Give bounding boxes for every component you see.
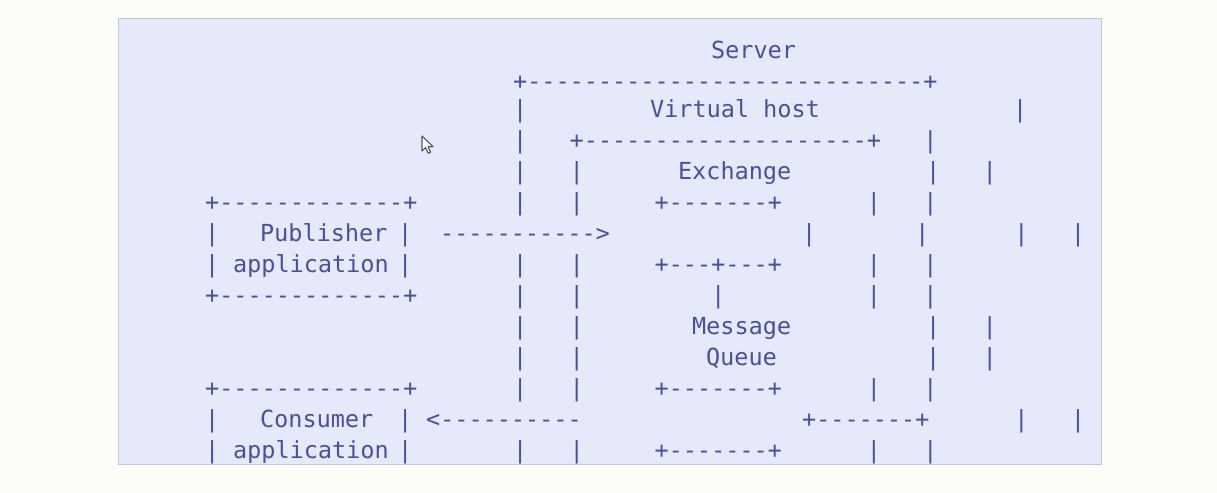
consumer-label-line2: application	[233, 436, 389, 464]
ascii-row-exchange-title-right: | |	[926, 157, 997, 185]
ascii-diagram-panel: Server +----------------------------+ | …	[118, 18, 1102, 465]
ascii-row-vhost-top-border: | +--------------------+ |	[513, 126, 938, 154]
queue-label-line1: Message	[692, 312, 792, 340]
ascii-row-publisher-app: |	[205, 250, 220, 278]
ascii-row-exchange-box-top: | | +-------+ | |	[513, 188, 938, 216]
ascii-row-publisher-app-right: |	[398, 250, 413, 278]
ascii-row-consumer-top: +-------------+	[205, 374, 418, 402]
ascii-row-exchange-box-mid: | | | |	[802, 219, 1085, 247]
ascii-row-server-title: Server	[711, 36, 796, 64]
consumer-label-line1: Consumer	[260, 405, 374, 433]
ascii-row-queue-title-2: | |	[513, 343, 584, 371]
ascii-row-queue-box-2: +-------+ | |	[802, 405, 1085, 433]
ascii-row-consumer-label-right: |	[398, 405, 413, 433]
exchange-title-label: Exchange	[678, 157, 792, 185]
ascii-art-canvas: Server +----------------------------+ | …	[119, 25, 1085, 464]
ascii-row-consumer-app: |	[205, 436, 220, 464]
ascii-row-exchange-title: | |	[513, 157, 584, 185]
ascii-row-vhost-title: |	[513, 95, 528, 123]
ascii-row-consumer-app-right: |	[398, 436, 413, 464]
mouse-pointer-icon	[421, 135, 434, 154]
ascii-row-exchange-branch: | | | | |	[513, 281, 938, 309]
ascii-row-publisher-label: |	[205, 219, 220, 247]
ascii-row-server-right-1: |	[1013, 95, 1028, 123]
ascii-row-exchange-box-bottom: | | +---+---+ | |	[513, 250, 938, 278]
ascii-row-publisher-bottom: +-------------+	[205, 281, 418, 309]
ascii-row-queue-title-1: | |	[513, 312, 584, 340]
vhost-title-label: Virtual host	[650, 95, 820, 123]
ascii-row-queue-box-3: | | +-------+ | |	[513, 436, 938, 464]
publish-arrow: ----------->	[440, 219, 610, 247]
ascii-row-server-top-border: +----------------------------+	[513, 67, 938, 95]
ascii-row-consumer-label: |	[205, 405, 220, 433]
ascii-row-queue-title-2-right: | |	[926, 343, 997, 371]
publisher-label-line1: Publisher	[260, 219, 388, 247]
ascii-row-queue-box-1: | | +-------+ | |	[513, 374, 938, 402]
ascii-row-publisher-label-right: |	[398, 219, 413, 247]
ascii-row-publisher-top: +-------------+	[205, 188, 418, 216]
ascii-row-queue-title-1-right: | |	[926, 312, 997, 340]
queue-label-line2: Queue	[706, 343, 777, 371]
publisher-label-line2: application	[233, 250, 389, 278]
consume-arrow: <----------	[426, 405, 582, 433]
